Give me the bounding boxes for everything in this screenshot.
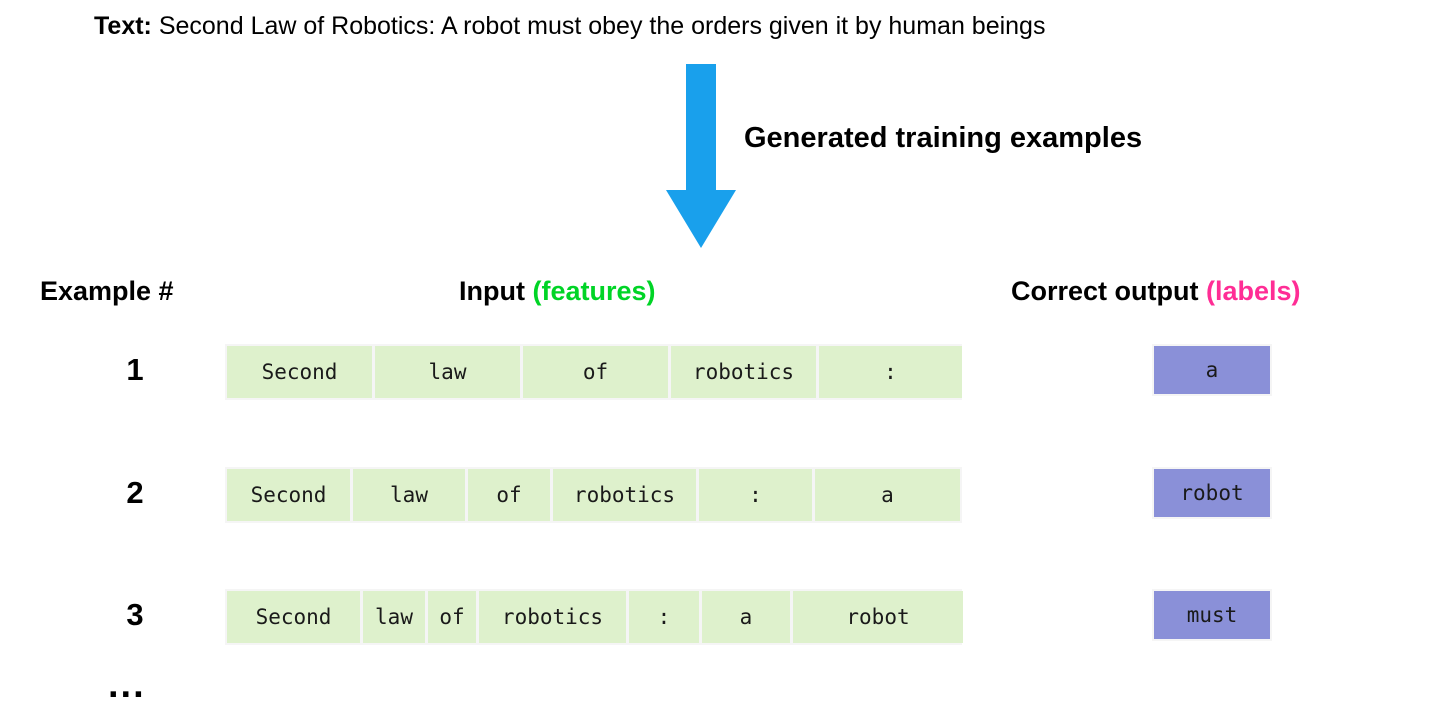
feature-token: : — [629, 591, 699, 643]
source-text-sentence: Second Law of Robotics: A robot must obe… — [158, 12, 1046, 40]
source-text-label: Text: — [94, 12, 152, 40]
row-number: 2 — [126, 475, 144, 510]
row-number: 1 — [126, 352, 144, 387]
label-cell: a — [1152, 344, 1272, 396]
feature-token: robotics — [671, 346, 816, 398]
label-token: a — [1154, 346, 1270, 394]
down-arrow-icon — [665, 64, 737, 249]
header-input-accent: (features) — [532, 276, 656, 306]
feature-token: : — [699, 469, 812, 521]
feature-token: of — [523, 346, 668, 398]
feature-token: law — [375, 346, 520, 398]
feature-token: Second — [227, 591, 360, 643]
arrow-caption: Generated training examples — [744, 122, 1143, 154]
feature-token: Second — [227, 469, 350, 521]
feature-token: of — [468, 469, 550, 521]
header-example: Example # — [40, 276, 174, 306]
header-output-accent: (labels) — [1206, 276, 1301, 306]
feature-token: a — [702, 591, 790, 643]
header-input-main: Input — [459, 276, 525, 306]
feature-token: robotics — [479, 591, 626, 643]
row-number: 3 — [126, 597, 144, 632]
header-output-main: Correct output — [1011, 276, 1199, 306]
source-text-line: Text: Second Law of Robotics: A robot mu… — [94, 10, 1045, 42]
feature-token: law — [363, 591, 425, 643]
feature-token: of — [428, 591, 476, 643]
label-cell: must — [1152, 589, 1272, 641]
label-cell: robot — [1152, 467, 1272, 519]
feature-token: a — [815, 469, 960, 521]
feature-token: robot — [793, 591, 963, 643]
feature-token: : — [819, 346, 962, 398]
header-output: Correct output (labels) — [1011, 276, 1301, 307]
feature-token: law — [353, 469, 465, 521]
label-token: robot — [1154, 469, 1270, 517]
feature-token: robotics — [553, 469, 696, 521]
header-input: Input (features) — [459, 276, 656, 307]
feature-token: Second — [227, 346, 372, 398]
continuation-ellipsis: ... — [108, 664, 146, 706]
label-token: must — [1154, 591, 1270, 639]
